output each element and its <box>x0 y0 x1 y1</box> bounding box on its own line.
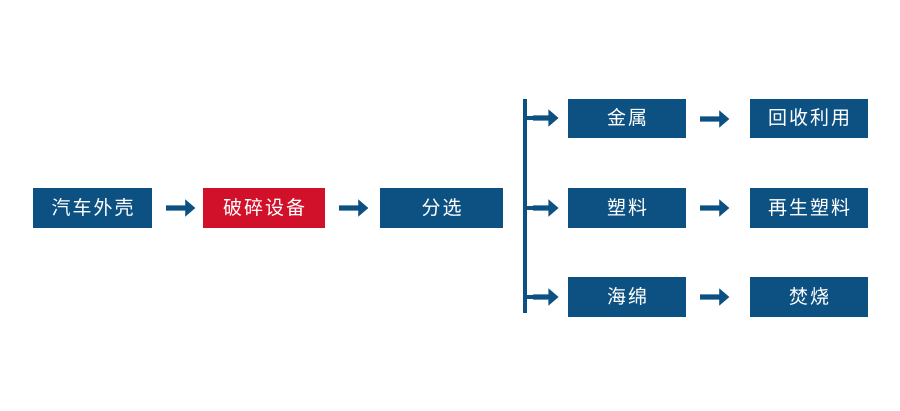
node-sorting-label: 分选 <box>421 196 464 219</box>
arrow-right-icon-plastic-to-regenerated <box>700 197 730 219</box>
node-recycle-use[interactable]: 回收利用 <box>750 99 868 138</box>
arrow-right-icon-crusher-to-sorting <box>339 197 369 219</box>
branch-arrow-right-icon-sponge <box>533 286 559 308</box>
node-crusher-label: 破碎设备 <box>222 196 307 219</box>
node-car-shell-label: 汽车外壳 <box>51 196 136 219</box>
arrow-right-icon-car-shell-to-crusher <box>166 197 196 219</box>
arrow-right-icon-sponge-to-incineration <box>700 286 730 308</box>
node-incineration[interactable]: 焚烧 <box>750 277 868 317</box>
node-recycle-use-label: 回收利用 <box>767 107 852 129</box>
branch-arrow-right-icon-metal <box>533 107 559 129</box>
node-plastic[interactable]: 塑料 <box>568 188 686 228</box>
node-car-shell[interactable]: 汽车外壳 <box>33 188 152 228</box>
vertical-trunk-line <box>523 99 527 313</box>
node-regenerated-plastic[interactable]: 再生塑料 <box>750 188 868 228</box>
node-metal[interactable]: 金属 <box>568 99 686 138</box>
branch-arrow-right-icon-plastic <box>533 197 559 219</box>
node-sponge[interactable]: 海绵 <box>568 277 686 317</box>
node-sponge-label: 海绵 <box>606 285 649 308</box>
node-crusher[interactable]: 破碎设备 <box>203 188 325 228</box>
node-plastic-label: 塑料 <box>606 196 649 219</box>
node-sorting[interactable]: 分选 <box>380 188 503 228</box>
node-incineration-label: 焚烧 <box>788 285 831 308</box>
arrow-right-icon-metal-to-recycle <box>700 108 730 130</box>
node-metal-label: 金属 <box>606 107 649 129</box>
node-regenerated-plastic-label: 再生塑料 <box>767 196 852 219</box>
